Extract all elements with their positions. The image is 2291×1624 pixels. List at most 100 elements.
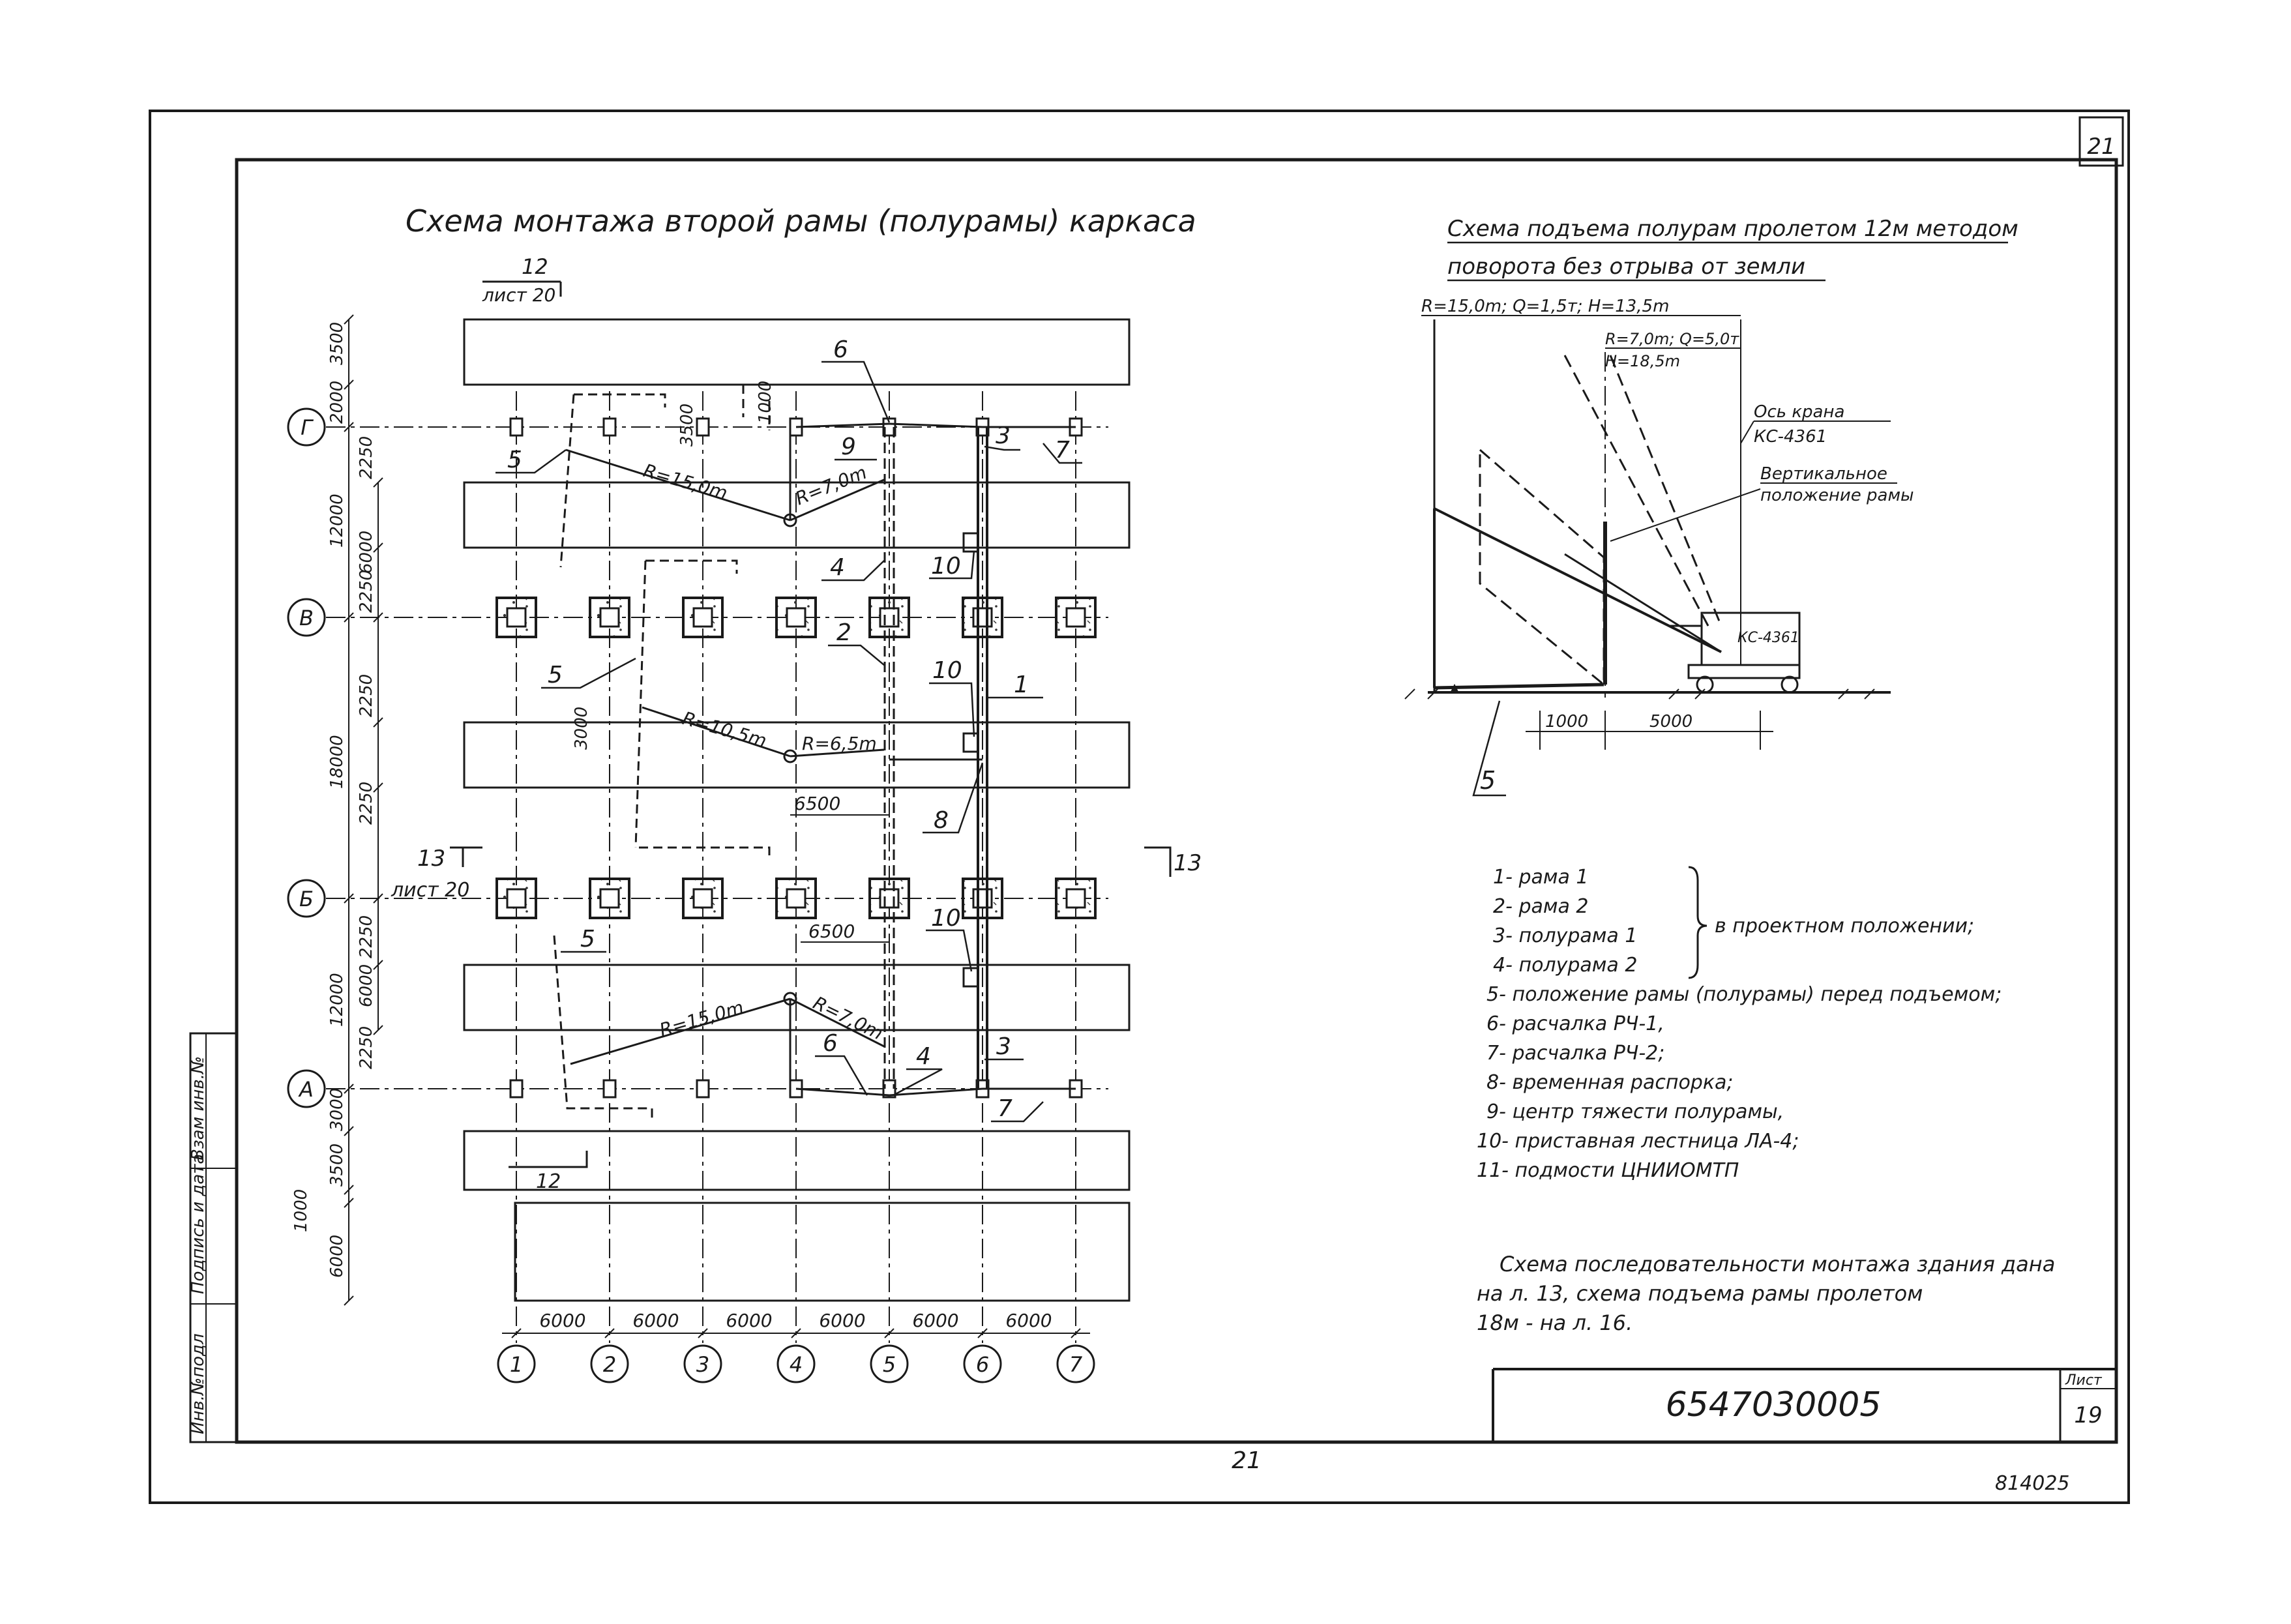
section-left-sheet: лист 20 bbox=[391, 879, 469, 902]
row-axis-g-bubble bbox=[287, 407, 326, 447]
callout-4-bottom: 4 bbox=[916, 1043, 931, 1070]
col-axis-2-label: 2 bbox=[603, 1352, 616, 1377]
column-footing bbox=[1055, 878, 1097, 919]
vertical-label-b: положение рамы bbox=[1760, 486, 1914, 505]
col-span-6: 6000 bbox=[1005, 1310, 1052, 1331]
column-post bbox=[882, 1079, 896, 1099]
column-footing bbox=[495, 597, 537, 638]
guy-wires bbox=[795, 422, 1076, 1097]
callout-10-top: 10 bbox=[931, 553, 961, 580]
small-dim-6500-b: 6500 bbox=[808, 921, 855, 942]
crane-truck bbox=[1564, 553, 1801, 694]
callout-2: 2 bbox=[836, 619, 851, 646]
section-top-sheet: лист 20 bbox=[482, 284, 555, 306]
note-line1: Схема последовательности монтажа здания … bbox=[1500, 1252, 2055, 1277]
small-dim-3000: 3000 bbox=[572, 707, 591, 750]
callout-8: 8 bbox=[934, 807, 949, 834]
legend-item-7: 7- расчалка РЧ-2; bbox=[1486, 1042, 1664, 1065]
section-top-marker bbox=[482, 280, 562, 297]
small-dim-3500: 3500 bbox=[677, 404, 697, 447]
col-axis-3-bubble bbox=[683, 1344, 722, 1383]
callout-5-mid: 5 bbox=[548, 662, 563, 688]
hatched-area bbox=[514, 1202, 1131, 1302]
radius-label-1: R=15,0m bbox=[641, 460, 730, 504]
section-right-number: 13 bbox=[1174, 850, 1202, 876]
side-stamp bbox=[189, 1032, 238, 1443]
lift-crane-params: R=15,0m; Q=1,5т; H=13,5m bbox=[1421, 297, 1669, 316]
left-dim-18000: 18000 bbox=[327, 735, 347, 789]
col-axis-6-bubble bbox=[963, 1344, 1002, 1383]
callout-3-top: 3 bbox=[996, 422, 1011, 449]
radius-label-4: R=6,5m bbox=[802, 733, 877, 754]
bottom-dimension-line bbox=[502, 1328, 1090, 1338]
lift-params-a: R=7,0m; Q=5,0т bbox=[1605, 330, 1739, 348]
row-axis-v-bubble bbox=[287, 598, 326, 637]
section-left-marker bbox=[450, 846, 482, 867]
left-dim-12000-top: 12000 bbox=[327, 494, 347, 548]
side-stamp-col2: Подпись и дата bbox=[188, 1154, 208, 1294]
left-dimension-lines bbox=[344, 314, 383, 1306]
crane-positions bbox=[783, 513, 797, 1006]
row-axis-b-label: Б bbox=[299, 887, 314, 911]
row-axis-lines bbox=[326, 426, 1108, 1089]
legend-item-2: 2- рама 2 bbox=[1493, 895, 1589, 918]
column-post bbox=[696, 1079, 710, 1099]
col-axis-3-label: 3 bbox=[696, 1352, 709, 1377]
left-dim-3500-bottom: 3500 bbox=[327, 1144, 347, 1187]
legend-item-5: 5- положение рамы (полурамы) перед подъе… bbox=[1486, 983, 2002, 1006]
column-post bbox=[882, 417, 896, 437]
callout-3-bottom: 3 bbox=[996, 1033, 1011, 1060]
col-axis-1-label: 1 bbox=[510, 1352, 523, 1377]
legend-brace bbox=[1688, 866, 1707, 979]
column-post bbox=[602, 417, 617, 437]
frame-members bbox=[883, 427, 988, 1089]
column-footing bbox=[775, 878, 817, 919]
callout-6-bottom: 6 bbox=[823, 1030, 838, 1057]
callout-7-bottom: 7 bbox=[998, 1095, 1012, 1122]
col-axis-6-label: 6 bbox=[976, 1352, 989, 1377]
section-top-number: 12 bbox=[522, 254, 548, 279]
lift-title-line2: поворота без отрыва от земли bbox=[1447, 254, 1805, 280]
left-dim-3500-top: 3500 bbox=[327, 322, 347, 365]
corner-stamp: 814025 bbox=[1995, 1472, 2070, 1495]
column-axis-lines bbox=[516, 391, 1076, 1343]
col-axis-5-bubble bbox=[870, 1344, 909, 1383]
note-line3: 18м - на л. 16. bbox=[1477, 1310, 1633, 1335]
col-axis-5-label: 5 bbox=[883, 1352, 896, 1377]
col-span-5: 6000 bbox=[912, 1310, 958, 1331]
column-footing bbox=[682, 597, 724, 638]
row-axis-a-label: А bbox=[298, 1077, 314, 1102]
lift-diagram-lines bbox=[1404, 319, 1891, 797]
col-axis-4-label: 4 bbox=[790, 1352, 803, 1377]
lift-callout-5: 5 bbox=[1480, 766, 1496, 795]
crane-radius-lines bbox=[565, 427, 886, 1089]
section-bottom-marker bbox=[509, 1151, 588, 1168]
column-footing bbox=[682, 878, 724, 919]
inner-dim-6000-b: 6000 bbox=[357, 964, 376, 1007]
legend-item-8: 8- временная распорка; bbox=[1486, 1071, 1733, 1094]
column-post bbox=[509, 1079, 524, 1099]
small-dim-6500-a: 6500 bbox=[794, 793, 840, 814]
column-footing bbox=[589, 878, 630, 919]
left-dim-3000: 3000 bbox=[327, 1088, 347, 1131]
col-span-4: 6000 bbox=[819, 1310, 865, 1331]
inner-dim-2250-b: 2250 bbox=[357, 570, 376, 613]
sheet-number: 19 bbox=[2074, 1402, 2102, 1428]
column-footing bbox=[868, 878, 910, 919]
column-footings bbox=[495, 597, 1097, 919]
inner-dim-2250-c: 2250 bbox=[357, 674, 376, 717]
row-axis-a-bubble bbox=[287, 1069, 326, 1108]
ladders bbox=[962, 532, 979, 988]
column-footing bbox=[1055, 597, 1097, 638]
sheet-label: Лист bbox=[2065, 1372, 2103, 1389]
legend-item-1: 1- рама 1 bbox=[1493, 866, 1589, 889]
sheet-frame bbox=[149, 110, 2130, 1504]
side-stamp-col1: Инв.№подл bbox=[188, 1333, 208, 1434]
side-stamp-col3: Взам инв.№ bbox=[188, 1056, 208, 1160]
callout-6-top: 6 bbox=[833, 336, 848, 363]
legend-item-3: 3- полурама 1 bbox=[1493, 924, 1637, 947]
legend-item-9: 9- центр тяжести полурамы, bbox=[1486, 1100, 1784, 1123]
section-left-number: 13 bbox=[417, 846, 445, 872]
corner-page-number: 21 bbox=[2087, 134, 2115, 160]
